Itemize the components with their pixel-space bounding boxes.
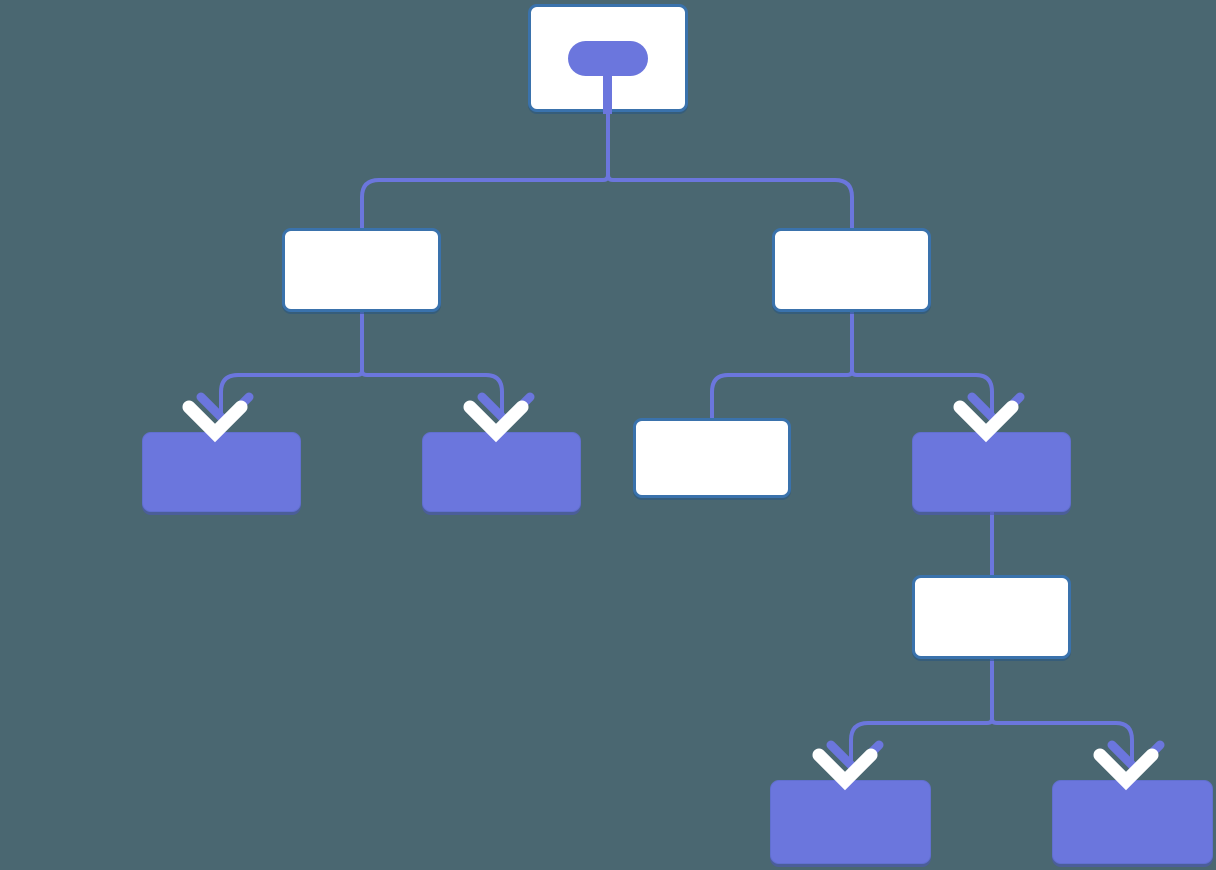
- level3-node-white[interactable]: [912, 575, 1071, 659]
- level4-node-left[interactable]: [770, 780, 931, 864]
- root-collapsed-badge[interactable]: [568, 41, 648, 76]
- level2-node-2[interactable]: [422, 432, 581, 512]
- root-badge-stem: [603, 73, 612, 114]
- level2-node-1[interactable]: [142, 432, 301, 512]
- level1-node-right[interactable]: [772, 228, 931, 312]
- level2-node-3[interactable]: [633, 418, 791, 498]
- level1-node-left[interactable]: [282, 228, 441, 312]
- level2-node-4[interactable]: [912, 432, 1071, 512]
- level4-node-right[interactable]: [1052, 780, 1213, 864]
